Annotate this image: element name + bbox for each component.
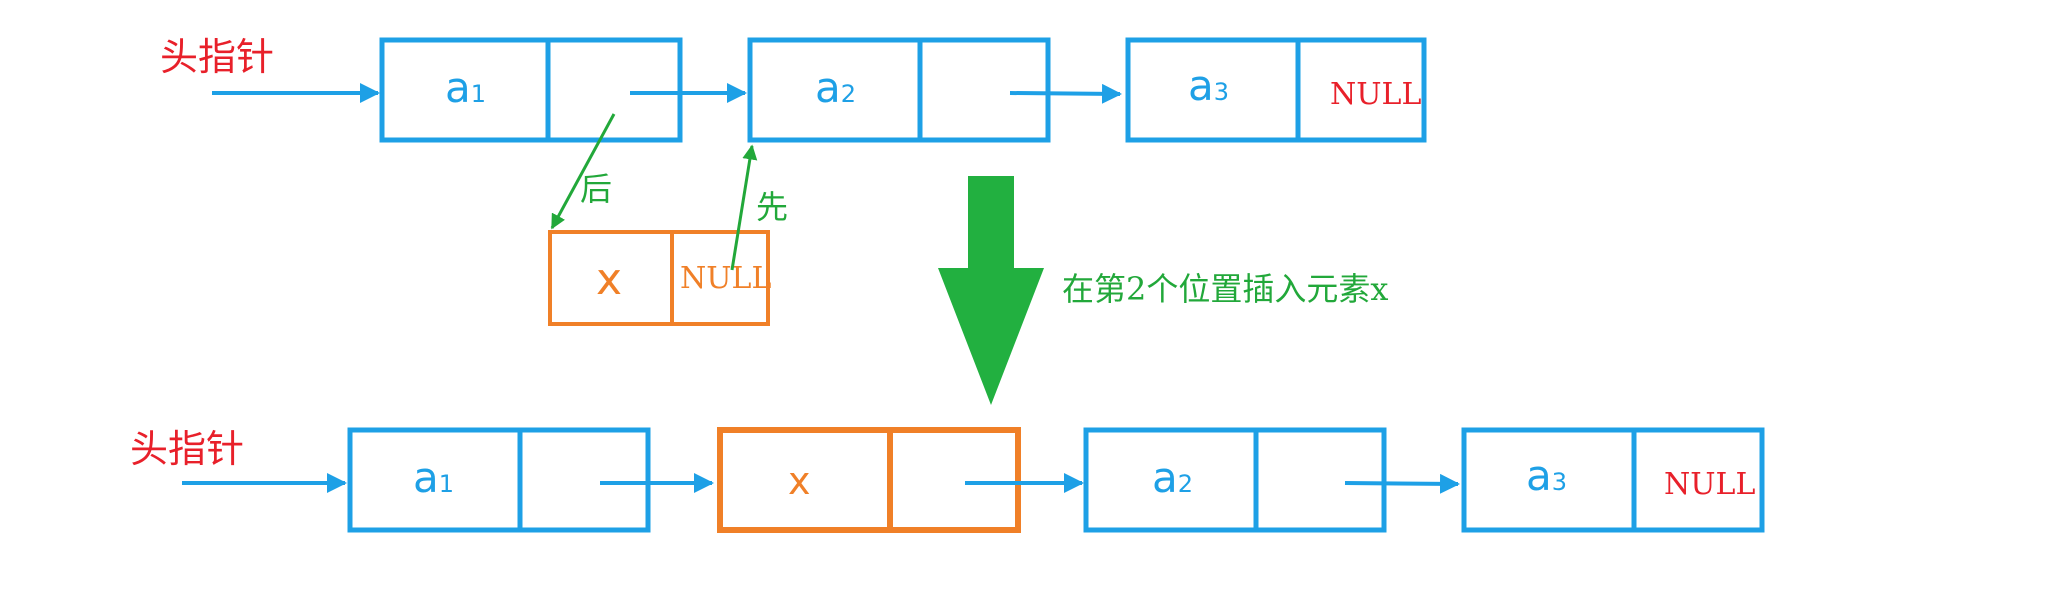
- bottom-node-a2: a2: [1083, 427, 1387, 533]
- null-label: NULL: [680, 261, 771, 296]
- new-node-x: x NULL: [548, 230, 771, 326]
- node-data-label: a3: [1188, 61, 1229, 110]
- node-data-label: a2: [1152, 453, 1193, 502]
- next-arrow-a2-to-a3-bottom: [1344, 473, 1460, 494]
- head-pointer-label-bottom: 头指针: [130, 427, 244, 471]
- node-box: [717, 427, 1021, 533]
- step-after-arrow: [550, 113, 616, 230]
- head-pointer-label-top: 头指针: [160, 35, 274, 79]
- bottom-node-a3: a3 NULL: [1461, 427, 1765, 533]
- caption: 在第2个位置插入元素x: [1062, 270, 1388, 308]
- node-data-label: a1: [413, 453, 454, 502]
- node-box: [379, 37, 683, 143]
- node-data-label: x: [788, 459, 811, 503]
- top-node-a3: a3 NULL: [1125, 37, 1427, 143]
- bottom-node-x: x: [717, 427, 1021, 533]
- step-after-label: 后: [580, 170, 612, 208]
- node-box: [747, 37, 1051, 143]
- step-first-label: 先: [756, 188, 788, 226]
- step-first-arrow: [730, 144, 758, 271]
- null-label: NULL: [1664, 467, 1755, 502]
- node-box: [347, 427, 651, 533]
- node-box: [1461, 427, 1765, 533]
- transition-down-arrow: [938, 176, 1044, 405]
- node-data-label: a1: [445, 63, 486, 112]
- node-data-label: a2: [815, 63, 856, 112]
- node-box: [548, 230, 770, 326]
- top-node-a1: a1: [379, 37, 683, 143]
- node-data-label: a3: [1526, 451, 1567, 500]
- node-box: [1083, 427, 1387, 533]
- null-label: NULL: [1330, 77, 1421, 112]
- node-box: [1125, 37, 1427, 143]
- next-arrow-a2-to-a3-top: [1009, 83, 1122, 104]
- top-node-a2: a2: [747, 37, 1051, 143]
- node-data-label: x: [596, 254, 622, 305]
- bottom-node-a1: a1: [347, 427, 651, 533]
